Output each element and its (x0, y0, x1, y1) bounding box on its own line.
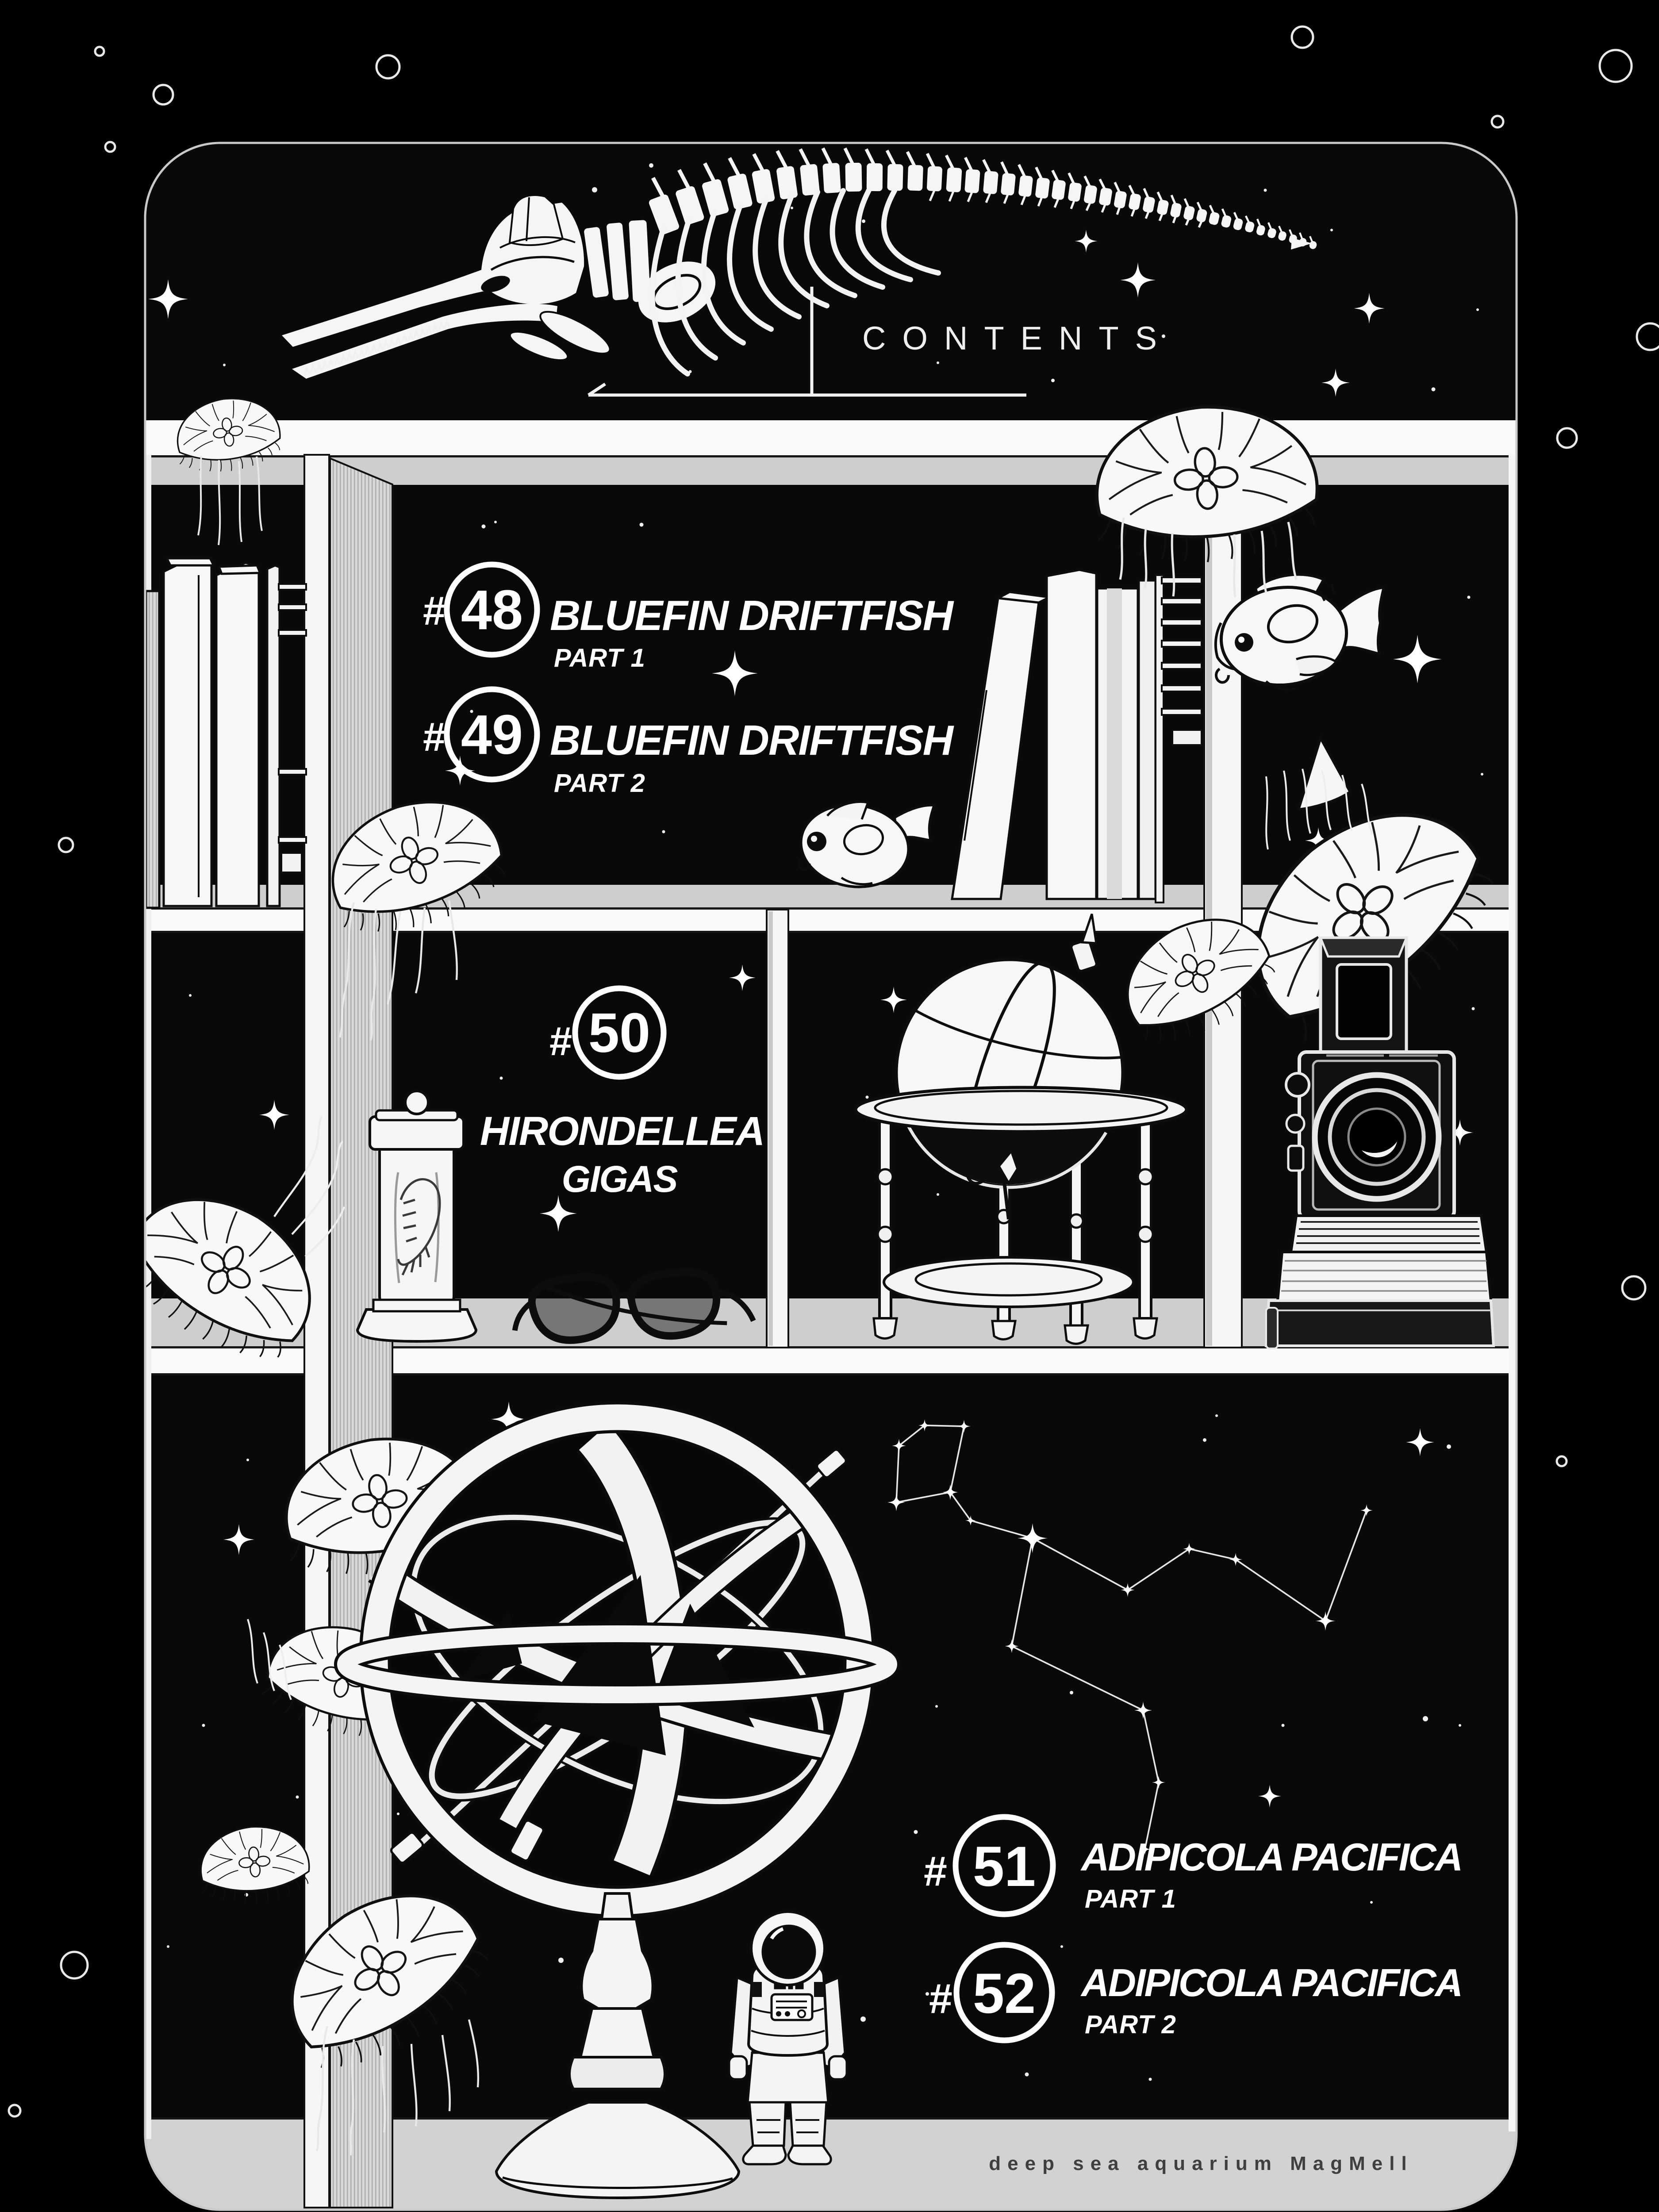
svg-text:#: # (929, 1975, 952, 2022)
svg-text:48: 48 (461, 579, 523, 641)
svg-text:GIGAS: GIGAS (562, 1158, 678, 1200)
svg-text:PART 1: PART 1 (554, 644, 645, 672)
svg-text:49: 49 (461, 703, 523, 766)
svg-text:#: # (924, 1848, 947, 1895)
svg-text:51: 51 (973, 1835, 1036, 1898)
svg-text:#: # (549, 1019, 572, 1064)
svg-text:52: 52 (973, 1962, 1036, 2025)
svg-text:BLUEFIN DRIFTFISH: BLUEFIN DRIFTFISH (550, 592, 954, 639)
svg-text:#: # (423, 588, 445, 634)
svg-text:#: # (423, 714, 445, 760)
svg-text:HIRONDELLEA: HIRONDELLEA (480, 1109, 764, 1154)
svg-text:PART 1: PART 1 (1085, 1885, 1176, 1913)
svg-text:ADIPICOLA PACIFICA: ADIPICOLA PACIFICA (1080, 1961, 1462, 2005)
svg-text:50: 50 (588, 1002, 650, 1064)
svg-text:deep sea aquarium MagMell: deep sea aquarium MagMell (989, 2153, 1413, 2174)
svg-text:CONTENTS: CONTENTS (862, 320, 1173, 357)
svg-text:PART 2: PART 2 (554, 769, 645, 798)
svg-text:ADIPICOLA PACIFICA: ADIPICOLA PACIFICA (1080, 1835, 1462, 1879)
svg-text:BLUEFIN DRIFTFISH: BLUEFIN DRIFTFISH (550, 717, 954, 764)
svg-text:PART 2: PART 2 (1085, 2010, 1176, 2039)
